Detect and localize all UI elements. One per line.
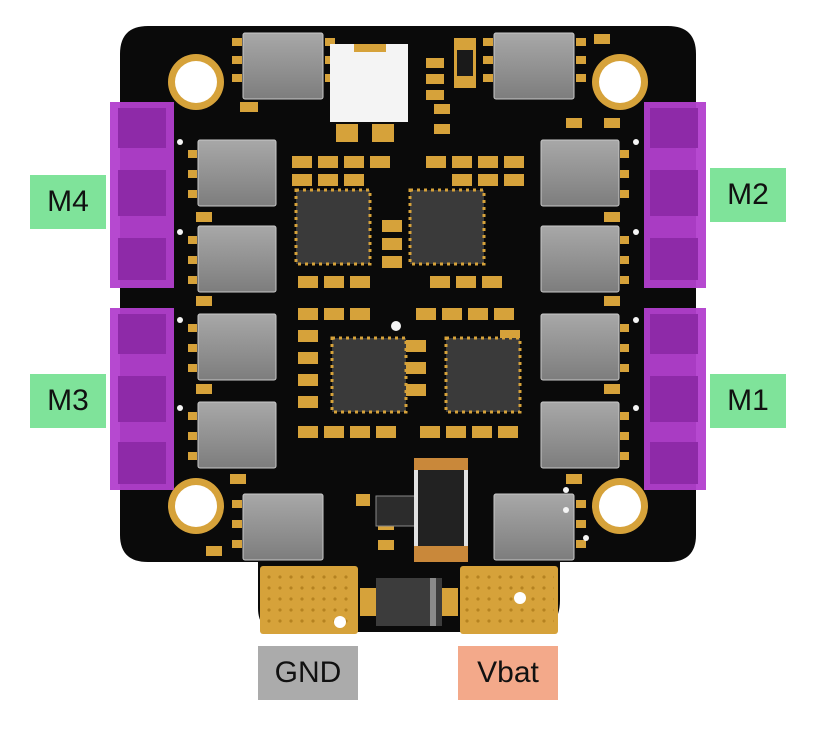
label-m1: M1: [710, 374, 786, 428]
label-m4: M4: [30, 175, 106, 229]
power-pads: [260, 566, 558, 634]
label-m1-text: M1: [727, 384, 769, 417]
label-gnd-text: GND: [274, 656, 342, 689]
label-vbat: Vbat: [458, 646, 558, 700]
driver-chips: [294, 188, 522, 414]
passive-components: [196, 34, 620, 556]
label-m2-text: M2: [727, 178, 769, 211]
motor-pad-segments: [118, 108, 698, 484]
label-gnd: GND: [258, 646, 358, 700]
mounting-holes: [168, 54, 648, 534]
label-m4-text: M4: [47, 185, 89, 218]
label-m3-text: M3: [47, 384, 89, 417]
center-dot: [391, 321, 401, 331]
label-m3: M3: [30, 374, 106, 428]
test-points: [177, 139, 639, 541]
mosfets: [197, 32, 620, 561]
label-vbat-text: Vbat: [477, 656, 539, 689]
top-connector: [330, 44, 408, 142]
label-m2: M2: [710, 168, 786, 222]
top-right-cap: [454, 38, 476, 88]
power-components: [375, 458, 468, 562]
